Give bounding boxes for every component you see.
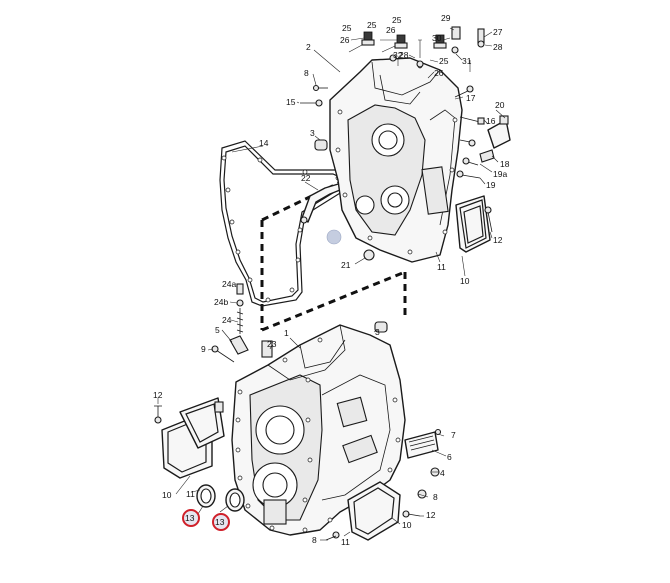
callout-13-highlighted: 13 — [185, 513, 195, 523]
callout-24a: 24a — [222, 279, 236, 289]
callout-11: 11 — [341, 537, 350, 547]
callout-20: 20 — [495, 100, 505, 110]
position-marker — [326, 229, 342, 245]
highlight-ring — [182, 509, 200, 527]
callout-8: 8 — [312, 535, 317, 545]
callout-25: 25 — [392, 15, 402, 25]
callout-15: 15 — [286, 97, 296, 107]
callout-12: 12 — [426, 510, 436, 520]
upper-housing-2 — [329, 57, 463, 263]
callout-12: 12 — [153, 390, 163, 400]
callout-13-highlighted: 13 — [215, 517, 225, 527]
lower-right-parts — [325, 428, 442, 541]
callout-18: 18 — [500, 159, 510, 169]
callout-22: 22 — [301, 173, 311, 183]
callout-25: 25 — [367, 20, 377, 30]
callout-1: 1 — [284, 328, 289, 338]
callout-7: 7 — [451, 430, 456, 440]
callout-19a: 19a — [493, 169, 507, 179]
callout-14: 14 — [259, 138, 269, 148]
highlight-ring — [212, 513, 230, 531]
callout-10: 10 — [460, 276, 470, 286]
leader-lines — [157, 27, 506, 541]
callout-27: 27 — [493, 27, 503, 37]
gasket-14 — [219, 140, 353, 307]
callout-29: 29 — [441, 13, 451, 23]
callout-24: 24 — [222, 315, 232, 325]
callout-10: 10 — [402, 520, 412, 530]
highlighted-callouts: 13 13 — [182, 509, 230, 531]
callout-26: 26 — [340, 35, 350, 45]
callout-3: 3 — [310, 128, 315, 138]
lower-callouts: 24a 24b 24 5 3 1 23 9 12 7 6 4 8 12 10 1… — [153, 279, 456, 547]
callout-19: 19 — [486, 180, 496, 190]
callout-28: 28 — [493, 42, 503, 52]
callout-16: 16 — [486, 116, 496, 126]
callout-32: 32 — [393, 50, 403, 60]
callout-30: 30 — [432, 33, 442, 43]
callout-25: 25 — [439, 56, 449, 66]
upper-fasteners — [300, 26, 511, 261]
lower-housing-1 — [231, 324, 406, 536]
callout-10: 10 — [162, 490, 172, 500]
callout-23: 23 — [267, 339, 277, 349]
callout-3: 3 — [375, 327, 380, 337]
callout-28: 28 — [399, 50, 409, 60]
callout-4: 4 — [440, 468, 445, 478]
callout-9: 9 — [201, 344, 206, 354]
callout-26: 26 — [434, 68, 444, 78]
callout-8: 8 — [433, 492, 438, 502]
upper-callouts: 25 26 25 26 29 30 27 28 28 25 32 25 31 2… — [259, 13, 510, 286]
callout-17: 17 — [466, 93, 476, 103]
callout-12: 12 — [493, 235, 503, 245]
callout-6: 6 — [447, 452, 452, 462]
callout-25: 25 — [342, 23, 352, 33]
callout-5: 5 — [215, 325, 220, 335]
callout-11: 11 — [437, 262, 446, 272]
callout-24b: 24b — [214, 297, 228, 307]
cover-plate-10-upper — [455, 195, 491, 253]
callout-31: 31 — [462, 56, 472, 66]
cover-plate-10-left — [161, 397, 245, 512]
callout-2: 2 — [306, 42, 311, 52]
callout-26: 26 — [386, 25, 396, 35]
callout-11: 11 — [186, 489, 195, 499]
lower-left-parts — [154, 283, 388, 424]
callout-21: 21 — [341, 260, 351, 270]
callout-8: 8 — [304, 68, 309, 78]
